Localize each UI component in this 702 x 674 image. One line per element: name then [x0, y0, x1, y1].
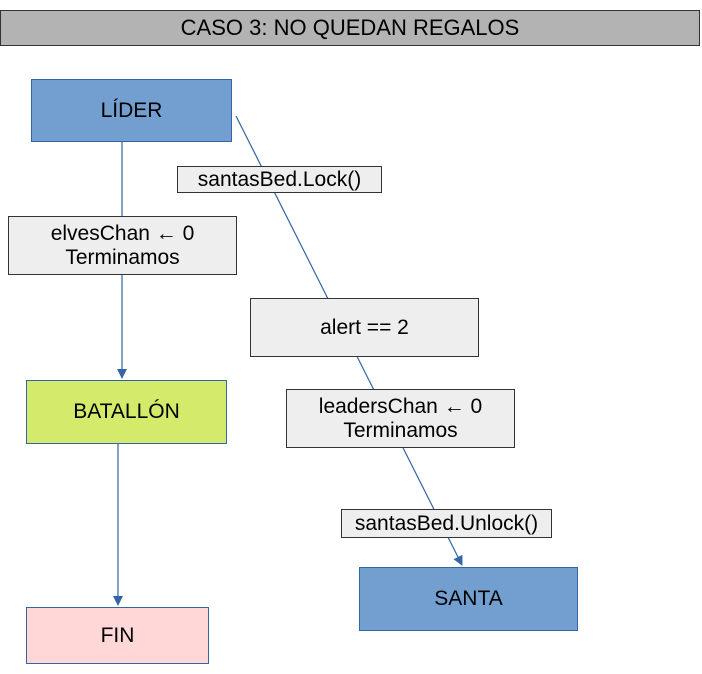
label-elveschan-line1: elvesChan ← 0	[50, 221, 195, 245]
label-santasbed-unlock: santasBed.Unlock()	[341, 509, 552, 538]
label-santasbed-lock: santasBed.Lock()	[177, 166, 382, 193]
label-santasbed-unlock-text: santasBed.Unlock()	[354, 511, 539, 535]
node-batallon: BATALLÓN	[26, 380, 227, 444]
node-fin-label: FIN	[100, 623, 135, 647]
label-leaderschan-line2: Terminamos	[343, 418, 458, 442]
node-fin: FIN	[26, 607, 209, 664]
node-lider-label: LÍDER	[100, 98, 163, 122]
label-elveschan-line2: Terminamos	[65, 245, 180, 269]
diagram-title: CASO 3: NO QUEDAN REGALOS	[0, 10, 700, 46]
label-santasbed-lock-text: santasBed.Lock()	[197, 167, 362, 191]
label-leaderschan-line1: leadersChan ← 0	[318, 394, 483, 418]
label-alert-text: alert == 2	[320, 315, 409, 339]
node-lider: LÍDER	[31, 79, 232, 142]
node-santa-label: SANTA	[434, 587, 503, 610]
node-santa: SANTA	[359, 567, 578, 631]
node-batallon-label: BATALLÓN	[73, 400, 180, 423]
label-leaderschan-terminamos: leadersChan ← 0 Terminamos	[286, 389, 515, 448]
label-alert: alert == 2	[250, 298, 479, 357]
label-elveschan-terminamos: elvesChan ← 0 Terminamos	[8, 216, 237, 275]
